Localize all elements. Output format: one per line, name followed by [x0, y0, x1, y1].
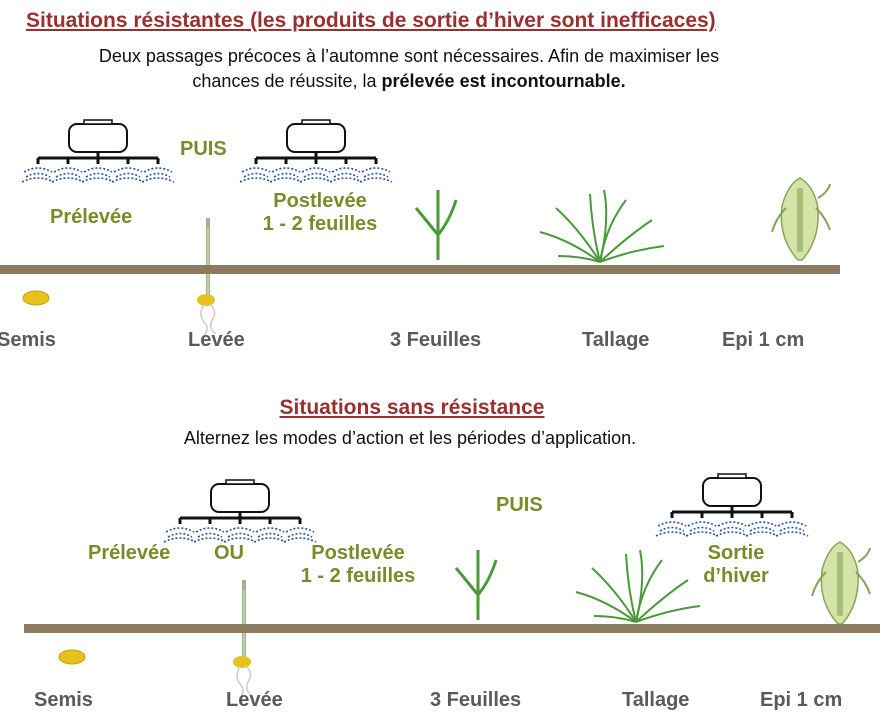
stage-semis: Semis [34, 689, 93, 711]
sprayer-icon [654, 472, 810, 538]
stage-3-feuilles: 3 Feuilles [430, 689, 522, 711]
section2-postlevee-label: Postlevée 1 - 2 feuilles [300, 542, 416, 587]
ear-icon [772, 178, 832, 264]
section1-postlevee-label: Postlevée 1 - 2 feuilles [262, 190, 378, 235]
section2-ou-label: OU [214, 542, 244, 564]
sprayer-icon [20, 118, 176, 184]
stage-epi-1cm: Epi 1 cm [760, 689, 843, 711]
section1-desc-line2: chances de réussite, la prélevée est inc… [192, 71, 626, 91]
section2-prelevee-label: Prélevée [88, 542, 171, 564]
seed-icon [22, 290, 50, 306]
tillering-plant-icon [539, 189, 665, 263]
section1-desc-line1: Deux passages précoces à l’automne sont … [98, 46, 720, 66]
seed-icon [58, 649, 86, 665]
tillering-plant-icon [575, 549, 701, 623]
stage-tallage: Tallage [622, 689, 690, 711]
three-leaf-plant-icon [454, 548, 498, 622]
stage-epi-1cm: Epi 1 cm [722, 329, 805, 351]
ground-line [0, 265, 840, 274]
sprout-icon [195, 216, 218, 338]
ground-line [24, 624, 880, 633]
section2-title: Situations sans résistance [279, 396, 545, 419]
stage-semis: Semis [0, 329, 56, 351]
sprayer-icon [162, 478, 318, 544]
section2-sortie-hiver-label: Sortie d’hiver [703, 542, 769, 587]
ear-icon [812, 542, 872, 628]
stage-3-feuilles: 3 Feuilles [390, 329, 482, 351]
stage-levee: Levée [226, 689, 283, 711]
section2-puis-label: PUIS [496, 494, 543, 516]
three-leaf-plant-icon [414, 188, 458, 262]
section1-title: Situations résistantes (les produits de … [26, 9, 716, 32]
section1-puis-label: PUIS [180, 138, 227, 160]
section2-description: Alternez les modes d’action et les pério… [183, 428, 637, 448]
stage-tallage: Tallage [582, 329, 650, 351]
sprayer-icon [238, 118, 394, 184]
section1-prelevee-label: Prélevée [50, 206, 133, 228]
stage-levee: Levée [188, 329, 245, 351]
section1-description: Deux passages précoces à l’automne sont … [0, 44, 818, 94]
